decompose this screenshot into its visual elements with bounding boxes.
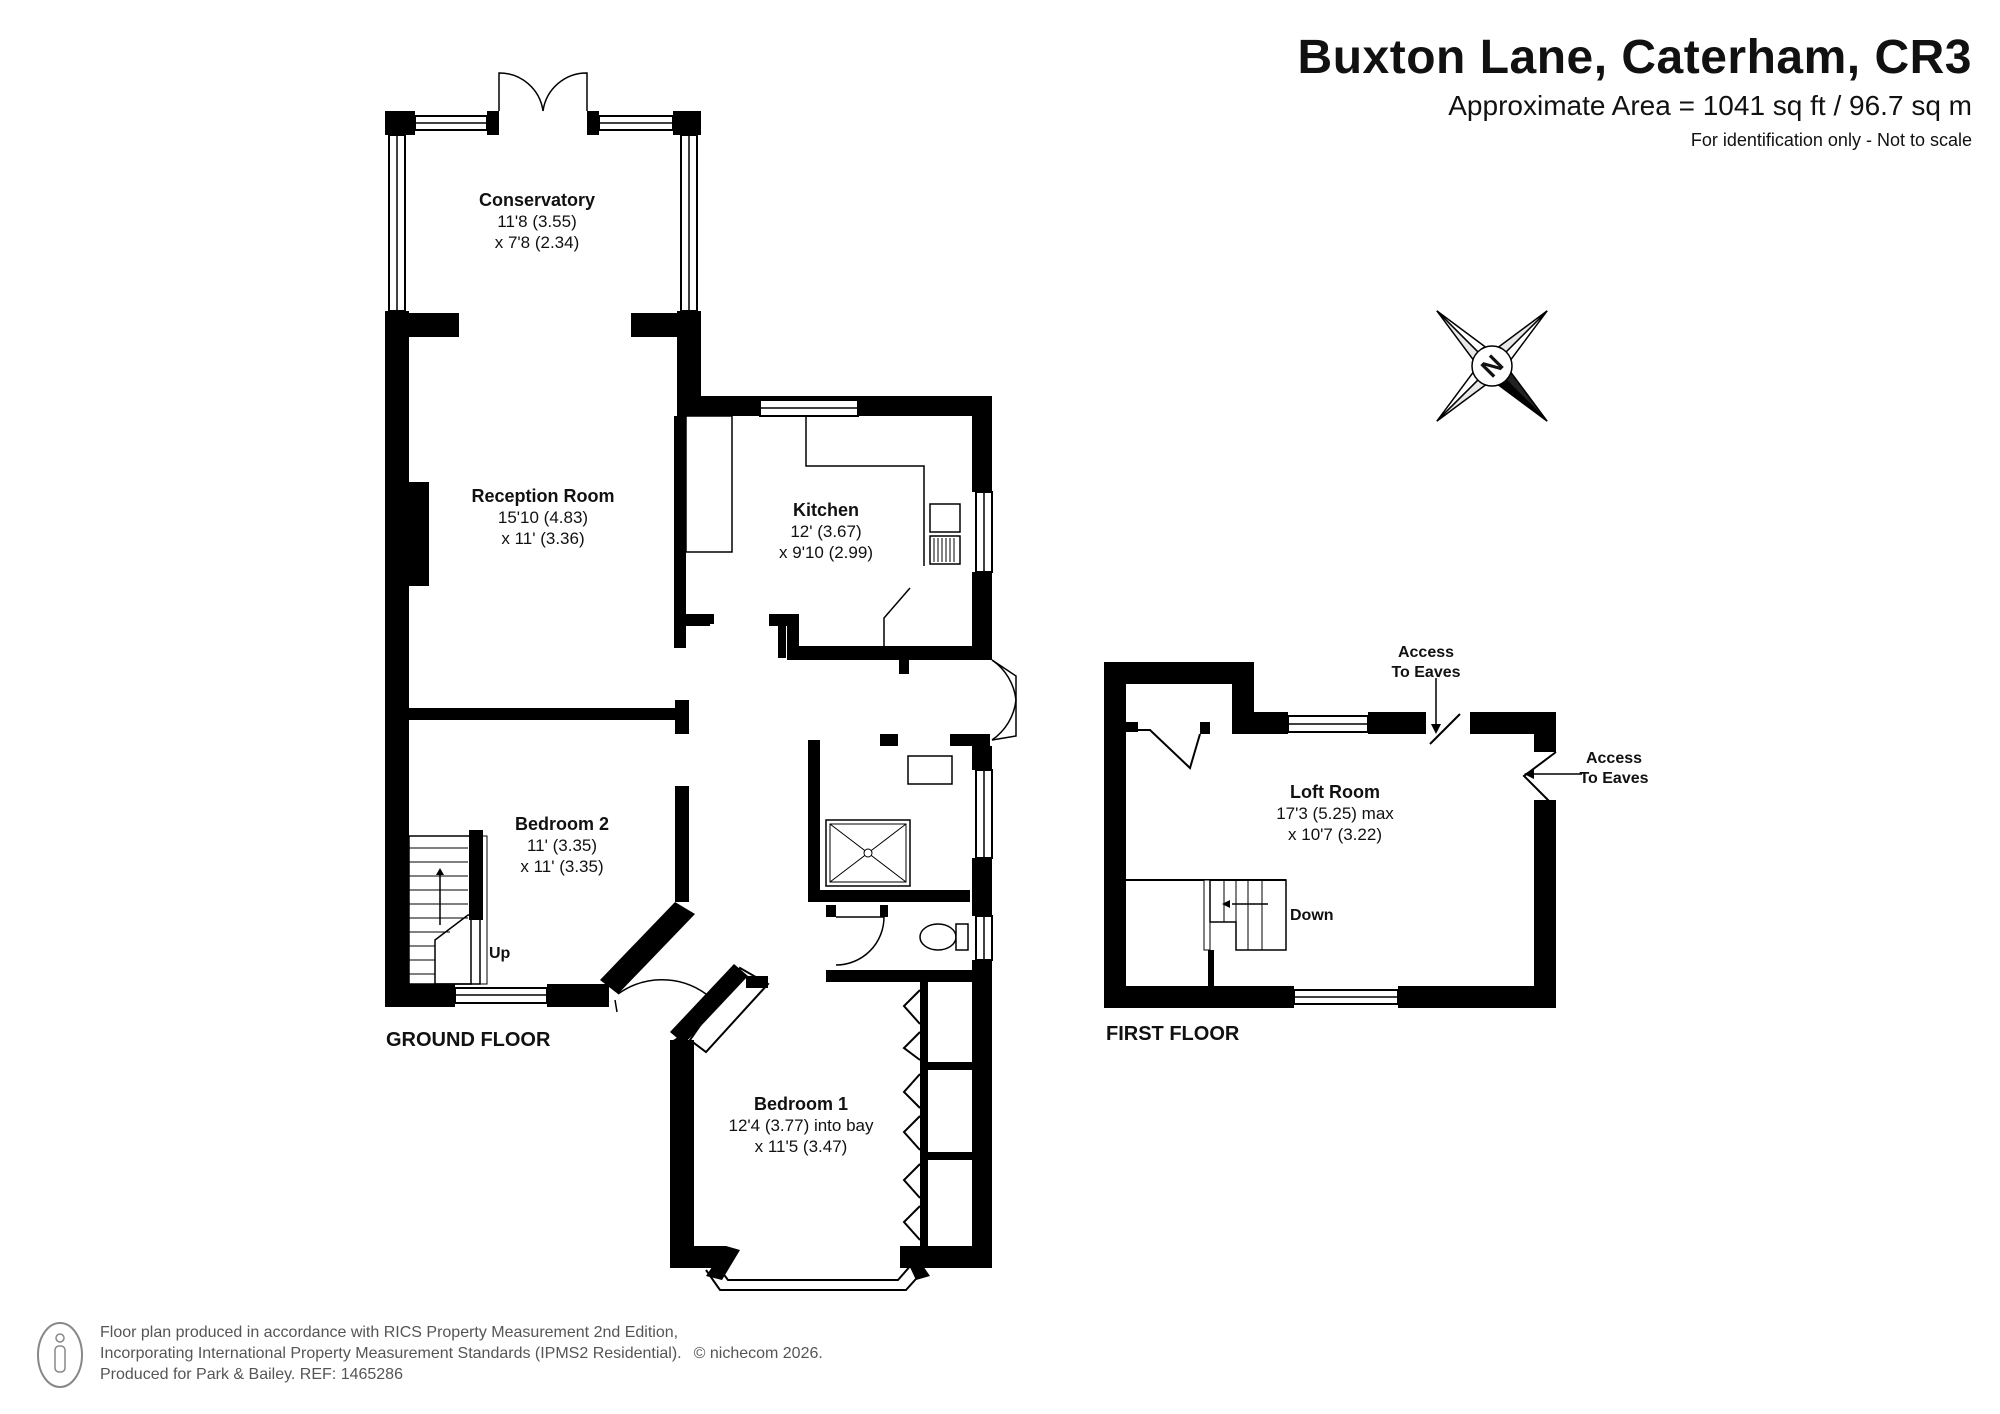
loft-room-dim1: 17'3 (5.25) max: [1276, 804, 1394, 823]
basin-icon: [907, 755, 953, 785]
conservatory-walls: [385, 72, 701, 331]
first-floor-stairs: [1126, 879, 1287, 986]
bedroom-2-label: Bedroom 2: [515, 814, 609, 834]
approximate-area: Approximate Area = 1041 sq ft / 96.7 sq …: [1448, 90, 1972, 121]
loft-room-label: Loft Room: [1290, 782, 1380, 802]
eaves-right-line1: Access: [1586, 750, 1642, 767]
conservatory-label: Conservatory: [479, 190, 595, 210]
first-floor-label: FIRST FLOOR: [1106, 1023, 1240, 1045]
bathroom-fixtures: [825, 755, 969, 951]
person-icon: [37, 1322, 83, 1388]
ground-floor-walls: [385, 313, 1017, 1291]
room-labels: Conservatory 11'8 (3.55) x 7'8 (2.34) Re…: [386, 190, 1649, 1156]
eaves-top-line1: Access: [1398, 644, 1454, 661]
ground-floor-label: GROUND FLOOR: [386, 1029, 551, 1051]
stairs-up-label: Up: [489, 945, 511, 962]
bedroom-1-dim2: x 11'5 (3.47): [755, 1137, 848, 1156]
footer-line1: Floor plan produced in accordance with R…: [100, 1324, 679, 1341]
bedroom-1-dim1: 12'4 (3.77) into bay: [728, 1116, 874, 1135]
eaves-top-line2: To Eaves: [1391, 664, 1460, 681]
stairs-down-label: Down: [1290, 907, 1334, 924]
ground-stairs: [408, 830, 488, 985]
footer-line3: Produced for Park & Bailey. REF: 1465286: [100, 1366, 403, 1383]
conservatory-dim1: 11'8 (3.55): [497, 212, 576, 231]
bedroom-2-dim2: x 11' (3.35): [520, 857, 603, 876]
kitchen-dim2: x 9'10 (2.99): [779, 543, 873, 562]
toilet-icon: [919, 923, 957, 951]
loft-room-dim2: x 10'7 (3.22): [1288, 825, 1382, 844]
plan-title: Buxton Lane, Caterham, CR3: [1297, 31, 1972, 84]
footer-line2: Incorporating International Property Mea…: [100, 1343, 823, 1364]
reception-room-dim2: x 11' (3.36): [501, 529, 584, 548]
bedroom-1-label: Bedroom 1: [754, 1094, 848, 1114]
footer-copyright: © nichecom 2026.: [693, 1345, 823, 1362]
sink-icon: [929, 503, 961, 533]
shower-tray-icon: [825, 819, 911, 887]
conservatory-dim2: x 7'8 (2.34): [495, 233, 580, 252]
drainer-icon: [929, 535, 961, 565]
compass-icon: [1436, 310, 1548, 422]
reception-room-label: Reception Room: [471, 486, 614, 506]
first-floor-plan: [1104, 662, 1582, 1008]
kitchen-dim1: 12' (3.67): [790, 522, 861, 541]
kitchen-fixtures: [685, 415, 961, 658]
reception-room-dim1: 15'10 (4.83): [498, 508, 588, 527]
kitchen-label: Kitchen: [793, 500, 859, 520]
bedroom-2-dim1: 11' (3.35): [527, 836, 597, 855]
scale-note: For identification only - Not to scale: [1690, 130, 1972, 150]
eaves-right-line2: To Eaves: [1579, 770, 1648, 787]
footer-standards: Incorporating International Property Mea…: [100, 1345, 682, 1362]
ground-floor-plan: [385, 72, 1017, 1291]
